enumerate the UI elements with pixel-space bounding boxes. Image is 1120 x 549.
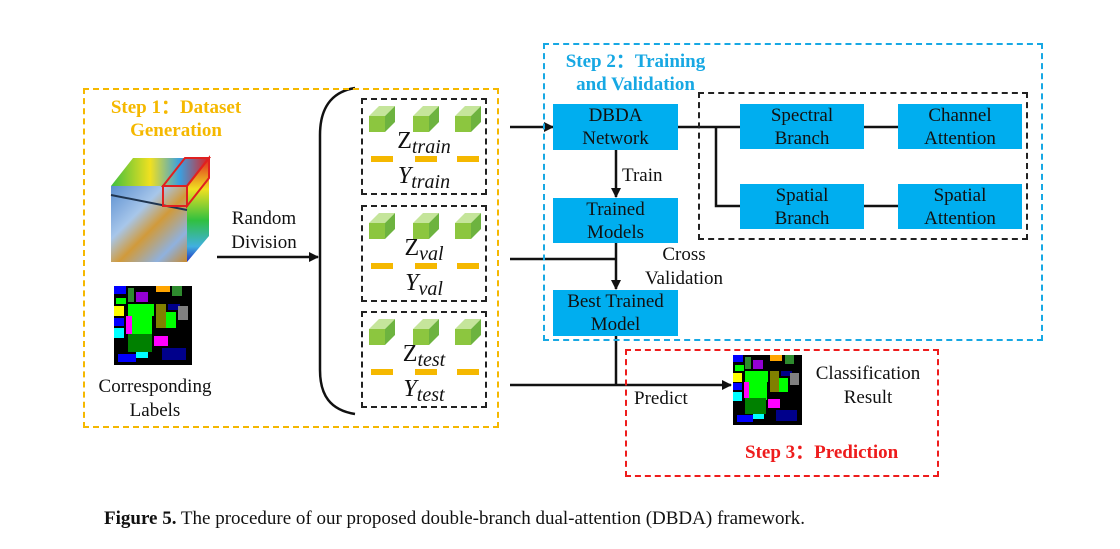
label-bar — [415, 156, 437, 162]
random-division-label: Random Division — [214, 207, 314, 255]
subset-box-test: Ztest Ytest — [361, 311, 487, 408]
spectral-branch-node: Spectral Branch — [740, 104, 864, 149]
dual-branch-box — [698, 92, 1028, 240]
z-symbol: Zval — [404, 235, 444, 265]
step2-title: Step 2：Training and Validation — [553, 50, 718, 96]
cross-validation-line1: Cross — [662, 244, 706, 265]
spectral-branch-line2: Branch — [774, 127, 830, 149]
y-symbol: Ytrain — [397, 163, 451, 193]
spatial-branch-node: Spatial Branch — [740, 184, 864, 229]
subset-box-val: Zval Yval — [361, 205, 487, 302]
spatial-branch-line2: Branch — [774, 207, 830, 229]
spatial-branch-line1: Spatial — [775, 184, 829, 206]
classification-result-map — [733, 355, 802, 425]
dbda-node-line1: DBDA — [588, 105, 643, 126]
label-bar — [415, 369, 437, 375]
dbda-network-node: DBDA Network — [553, 104, 678, 150]
sample-cube-icon — [369, 213, 397, 239]
subset-box-train: Ztrain Ytrain — [361, 98, 487, 195]
cross-validation-label: Cross Validation — [636, 243, 732, 291]
z-symbol: Ztest — [402, 341, 446, 371]
step1-title-line1: Step 1：Dataset — [110, 97, 242, 118]
label-bar — [415, 263, 437, 269]
random-division-line1: Random — [231, 208, 297, 229]
classification-result-line1: Classification — [815, 363, 921, 384]
channel-attention-line1: Channel — [928, 104, 992, 126]
figure-caption-text: The procedure of our proposed double-bra… — [180, 508, 806, 529]
labels-caption-line2: Labels — [129, 400, 181, 421]
labels-caption-line1: Corresponding — [98, 376, 212, 397]
train-edge-label: Train — [622, 165, 663, 186]
random-division-line2: Division — [231, 232, 297, 253]
figure-caption: Figure 5. The procedure of our proposed … — [104, 508, 805, 530]
sample-cube-icon — [413, 213, 441, 239]
trained-node-line1: Trained — [586, 198, 645, 220]
sample-cube-icon — [455, 213, 483, 239]
y-symbol: Yval — [405, 270, 443, 300]
z-symbol: Ztrain — [397, 128, 451, 158]
sample-cube-icon — [455, 319, 483, 345]
trained-models-node: Trained Models — [553, 198, 678, 243]
y-symbol: Ytest — [403, 376, 445, 406]
best-node-line1: Best Trained — [567, 291, 664, 312]
ground-truth-label-map — [114, 286, 192, 365]
cross-validation-line2: Validation — [644, 268, 724, 289]
label-bar — [457, 263, 479, 269]
trained-node-line2: Models — [587, 221, 644, 243]
step3-title: Step 3：Prediction — [745, 442, 899, 463]
dbda-node-line2: Network — [582, 128, 649, 149]
subset-bracket — [318, 86, 356, 416]
sample-cube-icon — [413, 319, 441, 345]
spatial-attention-line1: Spatial — [933, 184, 987, 206]
spatial-attention-line2: Attention — [924, 207, 996, 229]
classification-result-line2: Result — [843, 387, 893, 408]
spectral-branch-line1: Spectral — [770, 104, 834, 126]
sample-cubes — [363, 106, 485, 132]
predict-label: Predict — [634, 388, 688, 409]
classification-result-label: Classification Result — [804, 362, 932, 410]
spatial-attention-node: Spatial Attention — [898, 184, 1022, 229]
sample-cube-icon — [369, 106, 397, 132]
dbda-to-spatial-connector — [714, 127, 741, 208]
label-bar — [457, 156, 479, 162]
best-trained-model-node: Best Trained Model — [553, 290, 678, 336]
step1-box — [83, 88, 499, 428]
step1-title: Step 1：Dataset Generation — [96, 96, 256, 142]
label-bars — [363, 369, 485, 377]
figure-caption-label: Figure 5. — [104, 508, 177, 529]
label-bar — [371, 263, 393, 269]
sample-cube-icon — [455, 106, 483, 132]
sample-cube-icon — [413, 106, 441, 132]
label-bars — [363, 156, 485, 164]
step3-box — [625, 349, 939, 477]
channel-attention-node: Channel Attention — [898, 104, 1022, 149]
label-bar — [371, 156, 393, 162]
label-bar — [371, 369, 393, 375]
step2-box — [543, 43, 1043, 341]
best-node-line2: Model — [590, 314, 641, 335]
sample-cube-icon — [369, 319, 397, 345]
step2-title-line2: and Validation — [576, 74, 695, 95]
labels-caption: Corresponding Labels — [80, 375, 230, 423]
sample-cubes — [363, 213, 485, 239]
channel-attention-line2: Attention — [924, 127, 996, 149]
step1-title-line2: Generation — [130, 120, 222, 141]
step2-title-line1: Step 2：Training — [565, 51, 706, 72]
label-bar — [457, 369, 479, 375]
label-bars — [363, 263, 485, 271]
sample-cubes — [363, 319, 485, 345]
